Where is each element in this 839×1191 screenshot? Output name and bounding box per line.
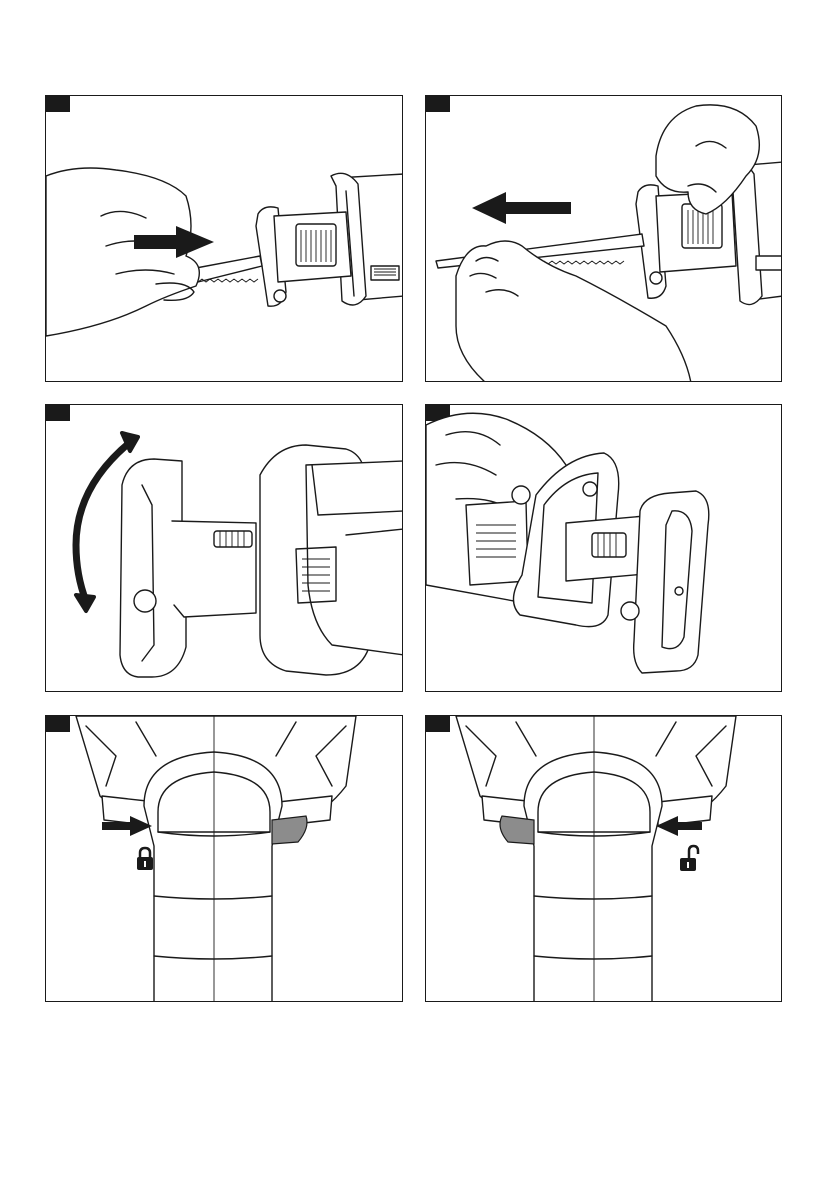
figure-panel-2 [425,95,782,382]
shoe-view-illustration [426,405,782,692]
blade-insert-illustration [46,96,403,382]
figure-panel-4 [425,404,782,692]
lock-closed-icon [135,846,155,872]
shoe-rotate-illustration [46,405,403,692]
figure-panel-3 [45,404,403,692]
figure-panel-6 [425,715,782,1002]
figure-panel-1 [45,95,403,382]
blade-remove-illustration [426,96,782,382]
switch-lock-illustration [46,716,403,1002]
lock-open-icon [678,844,700,874]
figure-panel-5 [45,715,403,1002]
switch-unlock-illustration [426,716,782,1002]
